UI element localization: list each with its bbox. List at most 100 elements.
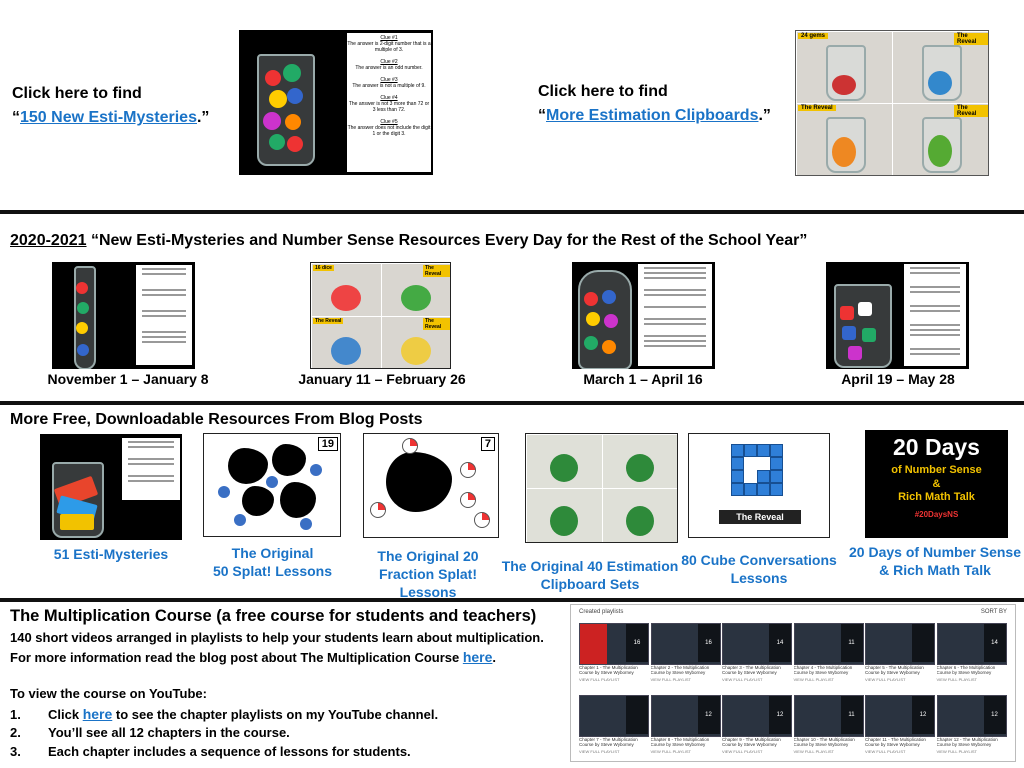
fraction-splat-thumbnail[interactable]: 7 [363,433,499,538]
yt-playlist-thumb[interactable]: 12 [936,695,1007,737]
splat-blob [272,444,306,476]
yt-view-full-playlist[interactable]: VIEW FULL PLAYLIST [793,677,834,682]
esti-mystery-thumbnail[interactable]: Clue #1 The answer is 2-digit number tha… [239,30,433,175]
yt-view-full-playlist[interactable]: VIEW FULL PLAYLIST [722,677,763,682]
link-20-days-number-sense[interactable]: 20 Days of Number Sense & Rich Math Talk [846,543,1024,579]
yt-playlist-thumb[interactable]: 14 [722,623,792,665]
course-line2-text: For more information read the blog post … [10,650,463,665]
clue-text: The answer is not a multiple of 9. [352,83,426,89]
step-text: You’ll see all 12 chapters in the course… [48,725,290,740]
bead [269,90,287,108]
dice-jar [401,337,431,365]
yt-playlist-thumb[interactable]: 12 [722,695,792,737]
yt-playlist-title[interactable]: Chapter 4 - The Multiplication Course by… [793,665,853,675]
clipboard-label: The Reveal [954,105,988,117]
esti-mysteries-51-thumbnail[interactable] [40,434,182,540]
yt-playlist-thumb[interactable]: 14 [936,623,1007,665]
yt-playlist-count: 11 [840,624,863,662]
year-link[interactable]: 2020-2021 [10,232,87,249]
yt-playlist-title[interactable]: Chapter 6 - The Multiplication Course by… [936,665,996,675]
yt-playlist-title[interactable]: Chapter 7 - The Multiplication Course by… [579,737,638,747]
yt-playlist-title[interactable]: Chapter 11 - The Multiplication Course b… [865,737,926,747]
caption-jan-feb: January 11 – February 26 [298,371,466,387]
yt-playlist-thumb[interactable]: 11 [793,623,864,665]
link-line: 51 Esti-Mysteries [53,546,169,562]
link-40-estimation-clipboard-sets[interactable]: The Original 40 Estimation Clipboard Set… [500,557,680,593]
bead [283,64,301,82]
mar-apr-thumbnail[interactable] [572,262,715,369]
blog-post-here-link[interactable]: here [462,649,493,665]
nov-jan-thumbnail[interactable] [52,262,195,369]
days-sub2: & [932,478,941,490]
year-heading: 2020-2021 “New Esti-Mysteries and Number… [10,232,807,250]
yt-playlist-thumb[interactable] [865,623,935,665]
bead [269,134,285,150]
yt-playlist-count [912,624,934,662]
yt-playlist-title[interactable]: Chapter 1 - The Multiplication Course by… [579,665,638,675]
estimation-clipboards-link[interactable]: More Estimation Clipboards [546,107,759,124]
yt-playlist-count [626,696,648,734]
esti-mysteries-link[interactable]: 150 New Esti-Mysteries [20,109,197,126]
yt-playlist-thumb[interactable]: 12 [650,695,721,737]
gems [928,71,952,95]
yt-playlist-thumb[interactable] [579,695,649,737]
link-line: 80 Cube Conversations [681,552,837,568]
splat-thumbnail[interactable]: 19 [203,433,341,537]
apr-may-thumbnail[interactable] [826,262,969,369]
bead [77,302,89,314]
yt-view-full-playlist[interactable]: VIEW FULL PLAYLIST [650,749,691,754]
ball [602,340,616,354]
clue-column: Clue #1 The answer is 2-digit number tha… [347,33,431,172]
clue-title: Clue #4 [380,95,398,101]
dot [310,464,322,476]
link-80-cube-conversations[interactable]: 80 Cube Conversations Lessons [676,551,842,587]
yt-view-full-playlist[interactable]: VIEW FULL PLAYLIST [579,677,620,682]
clipboard-sets-thumbnail[interactable] [525,433,678,543]
bead [287,88,303,104]
yt-playlist-title[interactable]: Chapter 2 - The Multiplication Course by… [650,665,710,675]
jan-feb-thumbnail[interactable]: 16 dice The Reveal The Reveal The Reveal [310,262,451,369]
yt-playlist-thumb[interactable]: 16 [579,623,649,665]
yt-playlist-title[interactable]: Chapter 9 - The Multiplication Course by… [722,737,781,747]
yt-playlist-thumb[interactable]: 12 [865,695,935,737]
youtube-here-link[interactable]: here [82,706,113,722]
link-50-splat-lessons[interactable]: The Original 50 Splat! Lessons [200,544,345,580]
yt-playlist-count: 14 [983,624,1006,662]
yt-playlist-title[interactable]: Chapter 5 - The Multiplication Course by… [865,665,924,675]
days-sub3: Rich Math Talk [898,491,975,503]
yt-view-full-playlist[interactable]: VIEW FULL PLAYLIST [936,749,977,754]
link-51-esti-mysteries[interactable]: 51 Esti-Mysteries [40,545,182,563]
yt-playlist-title[interactable]: Chapter 10 - The Multiplication Course b… [793,737,855,747]
yt-view-full-playlist[interactable]: VIEW FULL PLAYLIST [722,749,763,754]
yt-view-full-playlist[interactable]: VIEW FULL PLAYLIST [865,677,906,682]
yt-playlist-thumb[interactable]: 11 [793,695,864,737]
die [862,328,876,342]
clue-column [638,264,712,366]
die [858,302,872,316]
yt-playlist-count: 16 [626,624,648,662]
yt-view-full-playlist[interactable]: VIEW FULL PLAYLIST [579,749,620,754]
link-fraction-splat-lessons[interactable]: The Original 20 Fraction Splat! Lessons [352,547,504,601]
yt-playlist-title[interactable]: Chapter 8 - The Multiplication Course by… [650,737,710,747]
dice-jar [331,285,361,311]
link-line: Clipboard Sets [540,576,640,592]
top-left-open-quote: “ [12,109,20,126]
course-line1: 140 short videos arranged in playlists t… [10,630,544,645]
step-number: 1. [10,707,21,722]
yt-view-full-playlist[interactable]: VIEW FULL PLAYLIST [936,677,977,682]
yt-view-full-playlist[interactable]: VIEW FULL PLAYLIST [865,749,906,754]
cube-conversations-thumbnail[interactable]: The Reveal [688,433,830,538]
caption-nov-jan: November 1 – January 8 [47,371,209,387]
20-days-thumbnail[interactable]: 20 Days of Number Sense & Rich Math Talk… [865,430,1008,538]
estimation-clipboard-thumbnail[interactable]: 24 gems The Reveal The Reveal The Reveal [795,30,989,176]
clue-text: The answer is 2-digit number that is a m… [347,41,431,53]
yt-view-full-playlist[interactable]: VIEW FULL PLAYLIST [650,677,691,682]
clue-column [122,438,180,500]
yt-playlist-title[interactable]: Chapter 12 - The Multiplication Course b… [936,737,998,747]
yt-playlist-title[interactable]: Chapter 3 - The Multiplication Course by… [722,665,781,675]
yt-view-full-playlist[interactable]: VIEW FULL PLAYLIST [793,749,834,754]
yt-playlist-thumb[interactable]: 16 [650,623,721,665]
dot [218,486,230,498]
link-line: & Rich Math Talk [879,562,991,578]
